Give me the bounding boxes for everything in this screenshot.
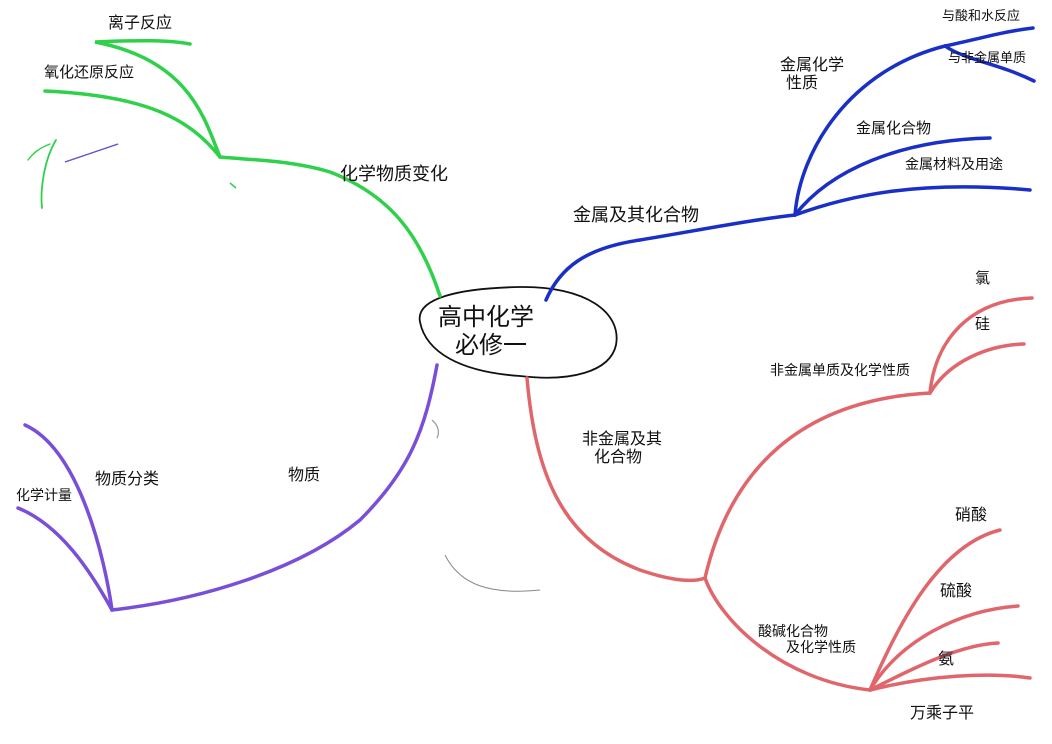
center-ellipse (418, 286, 618, 379)
green-branch (27, 38, 442, 298)
red-branch-label: 非金属及其 化合物 (582, 429, 663, 467)
red-branch-label-line2: 化合物 (594, 447, 643, 467)
green-child-ionic-reaction: 离子反应 (108, 13, 173, 32)
center-title-line1: 高中化学 (438, 303, 534, 331)
blue-child-nonmetal: 与非金属单质 (948, 51, 1027, 66)
red-branch-label-line1: 非金属及其 (582, 429, 663, 448)
blue-branch (544, 26, 1036, 302)
red-child-silicon: 硅 (975, 315, 991, 333)
red-lower-label-line2: 及化学性质 (786, 640, 856, 657)
purple-child-measurement: 化学计量 (16, 488, 72, 504)
purple-branch (16, 363, 439, 612)
blue-branch-label: 金属及其化合物 (573, 205, 699, 226)
green-child-redox-reaction: 氧化还原反应 (44, 63, 135, 81)
red-branch (525, 296, 1034, 692)
red-upper-label: 非金属单质及化学性质 (770, 363, 910, 379)
red-child-nitric-acid: 硝酸 (955, 505, 988, 524)
red-child-chlorine: 氯 (975, 269, 991, 287)
red-lower-label: 酸碱化合物 及化学性质 (758, 624, 856, 656)
blue-child-material: 金属材料及用途 (905, 157, 1003, 173)
center-title-line2: 必修一 (455, 330, 527, 359)
red-child-sulfuric-acid: 硫酸 (940, 581, 973, 600)
blue-metal-property: 金属化学 性质 (780, 55, 845, 93)
blue-child-compound: 金属化合物 (856, 119, 932, 137)
blue-child-acid-water: 与酸和水反应 (942, 9, 1021, 24)
green-branch-label: 化学物质变化 (340, 164, 448, 185)
blue-metal-property-line1: 金属化学 (780, 55, 845, 74)
center-title: 高中化学 必修一 (438, 303, 534, 359)
purple-branch-label: 物质 (288, 465, 321, 484)
purple-sub-classification: 物质分类 (95, 469, 160, 488)
blue-metal-property-line2: 性质 (786, 73, 819, 93)
red-child-conservation: 万乘子平 (910, 703, 975, 722)
red-lower-label-line1: 酸碱化合物 (758, 624, 828, 640)
red-child-ammonia: 氨 (938, 649, 955, 668)
